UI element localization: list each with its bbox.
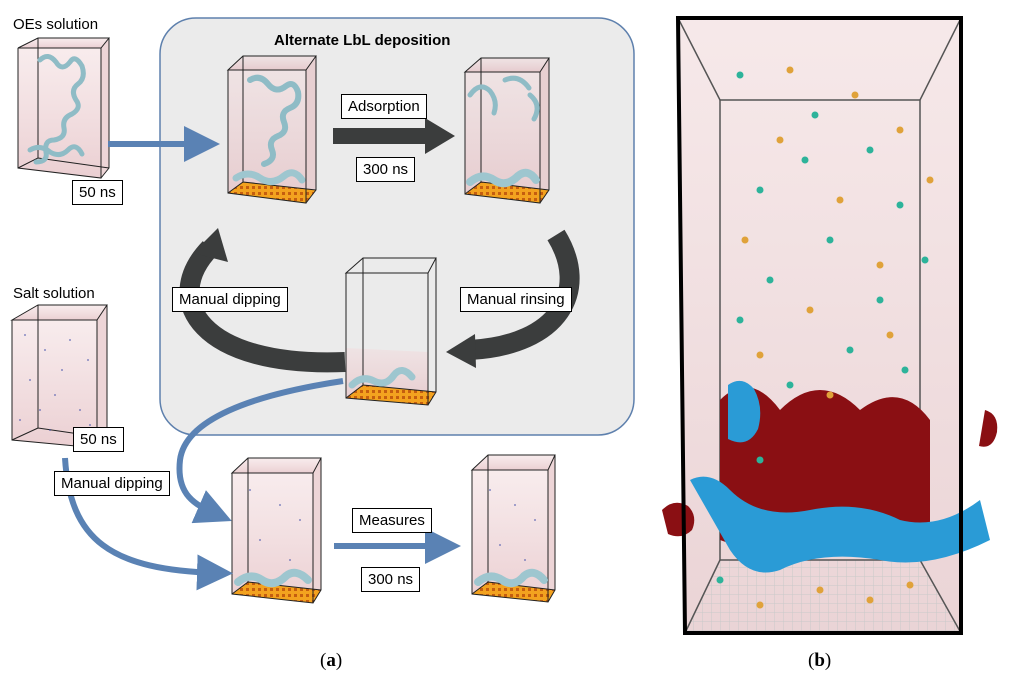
snapshot-box <box>662 16 998 635</box>
salt-solution-label: Salt solution <box>13 285 95 302</box>
deposition-box-rinsed <box>344 257 437 406</box>
measures-label: Measures <box>352 508 432 533</box>
caption-a-open: ( <box>320 650 327 671</box>
arrow-adsorption <box>333 118 455 154</box>
oes-solution-label: OEs solution <box>13 16 99 33</box>
salt-time-label: 50 ns <box>73 427 124 452</box>
caption-a-letter: a <box>326 650 336 671</box>
arrow-manual-dipping-cycle <box>179 241 346 373</box>
arrow-manual-dipping-cycle-head <box>193 228 228 262</box>
arrow-rinsed-to-dipped <box>176 378 344 524</box>
caption-b-open: ( <box>808 650 815 671</box>
oes-time-label: 50 ns <box>72 180 123 205</box>
measured-box <box>470 454 556 603</box>
manual-dipping-bottom-label: Manual dipping <box>54 471 170 496</box>
ion-spheres <box>716 66 934 609</box>
oes-solution-box <box>17 37 111 179</box>
deposition-box-start <box>226 55 317 204</box>
caption-b: (b) <box>808 650 831 672</box>
caption-b-close: ) <box>824 650 832 671</box>
arrow-manual-rinsing-head <box>446 334 476 368</box>
dipped-box <box>230 457 322 604</box>
manual-rinsing-label: Manual rinsing <box>460 287 572 312</box>
manual-dipping-cycle-label: Manual dipping <box>172 287 288 312</box>
caption-a: (a) <box>320 650 342 672</box>
caption-a-close: ) <box>335 650 343 671</box>
adsorption-time-label: 300 ns <box>356 157 416 182</box>
measures-time-label: 300 ns <box>361 567 421 592</box>
adsorption-label: Adsorption <box>341 94 427 119</box>
caption-b-letter: b <box>814 650 825 671</box>
deposition-title: Alternate LbL deposition <box>274 32 451 49</box>
deposition-box-adsorbed <box>463 57 550 204</box>
